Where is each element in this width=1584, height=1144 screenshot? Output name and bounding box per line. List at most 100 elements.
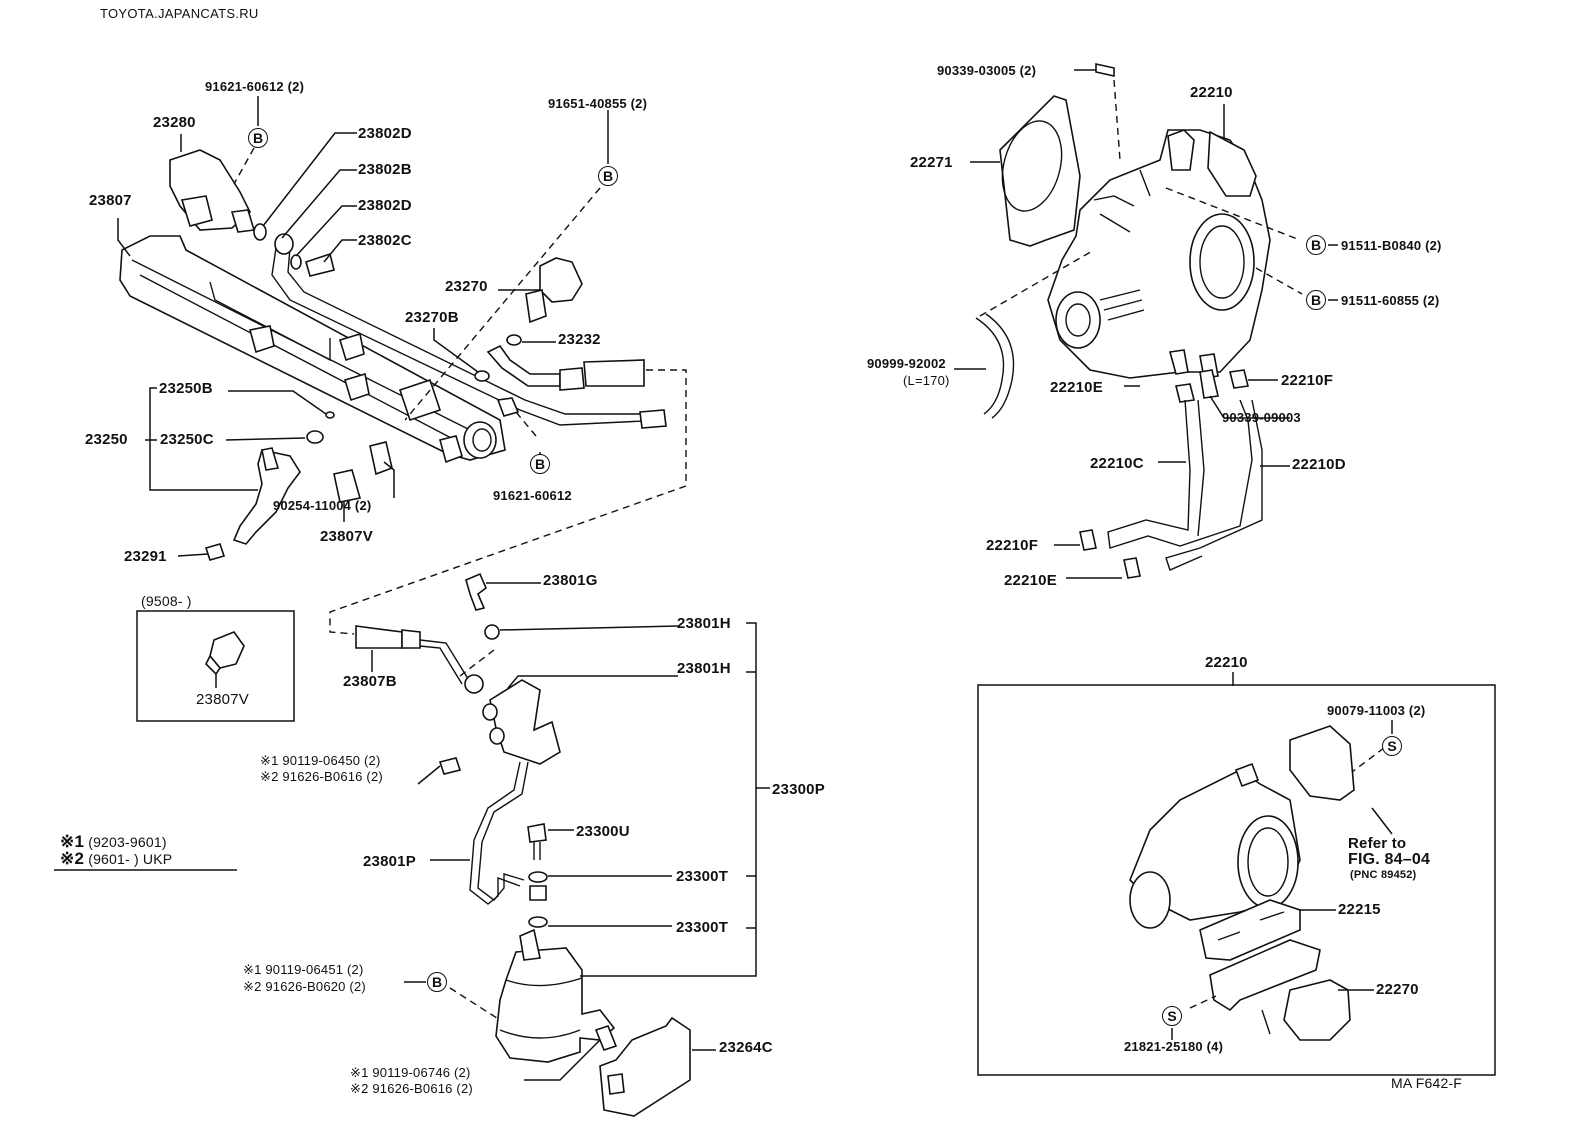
part-label[interactable]: 23802B <box>358 161 412 178</box>
variant-part-number: 91626-B0620 (2) <box>265 979 366 994</box>
leader-lines <box>54 69 1393 1081</box>
part-label[interactable]: 23250 <box>85 431 128 448</box>
fuel-hose-23807B-drawing <box>355 572 500 694</box>
fuel-inlet-hose-drawing <box>486 344 645 391</box>
bolt-marker-icon: B <box>530 454 550 474</box>
variant-mark: ※1 <box>243 962 262 977</box>
variant-note[interactable]: ※1 90119-06451 (2) <box>243 963 364 976</box>
part-label[interactable]: 22210C <box>1090 455 1144 472</box>
bolt-marker-icon: B <box>1306 290 1326 310</box>
hose-length: (L=170) <box>903 373 950 388</box>
pressure-regulator-drawing <box>169 149 256 233</box>
part-label[interactable]: 23232 <box>558 331 601 348</box>
part-label[interactable]: 21821-25180 (4) <box>1124 1039 1224 1054</box>
variant-note[interactable]: ※2 91626-B0616 (2) <box>260 770 383 783</box>
part-label[interactable]: 23801H <box>677 660 731 677</box>
variant-part-number: 91626-B0616 (2) <box>282 769 383 784</box>
throttle-body-base-22270-drawing <box>1209 939 1351 1041</box>
part-label[interactable]: 22210 <box>1190 84 1233 101</box>
variant-mark: ※1 <box>260 753 279 768</box>
part-label[interactable]: 90079-11003 (2) <box>1327 703 1426 718</box>
part-label[interactable]: 23300U <box>576 823 630 840</box>
part-label[interactable]: 23300P <box>772 781 825 798</box>
part-label[interactable]: 22210F <box>986 537 1039 554</box>
part-label[interactable]: 91511-B0840 (2) <box>1341 238 1442 253</box>
throttle-body-gasket-drawing <box>999 95 1081 247</box>
variant-mark: ※2 <box>350 1081 369 1096</box>
fuel-filter-drawing <box>495 928 616 1063</box>
part-label[interactable]: 23300T <box>676 868 729 885</box>
part-label[interactable]: 22210 <box>1205 654 1248 671</box>
part-label[interactable]: 90254-11004 (2) <box>273 498 372 513</box>
legend-range: (9601- ) <box>88 851 139 867</box>
part-label[interactable]: 22215 <box>1338 901 1381 918</box>
part-label[interactable]: 90999-92002 <box>867 356 946 371</box>
part-label[interactable]: 23801P <box>363 853 416 870</box>
part-label[interactable]: 23270B <box>405 309 459 326</box>
vacuum-hose-drawing <box>975 313 1015 419</box>
legend-range: (9203-9601) <box>88 834 167 850</box>
pulsation-damper-drawing <box>506 257 583 346</box>
bracket-23264C-drawing <box>594 1016 691 1117</box>
return-pipe-drawing <box>271 247 667 429</box>
part-label[interactable]: 90339-09003 <box>1222 410 1301 425</box>
screw-marker-icon: S <box>1382 736 1402 756</box>
part-label[interactable]: 22210D <box>1292 456 1346 473</box>
variant-note[interactable]: ※2 91626-B0620 (2) <box>243 980 366 993</box>
bolt-marker-icon: B <box>427 972 447 992</box>
part-label[interactable]: 23291 <box>124 548 167 565</box>
refer-figure-link[interactable]: FIG. 84–04 <box>1348 851 1431 868</box>
variant-note[interactable]: ※1 90119-06450 (2) <box>260 754 381 767</box>
legend-row: ※2 (9601- ) UKP <box>60 850 173 867</box>
part-label[interactable]: 23807V <box>320 528 373 545</box>
bolt-marker-icon: B <box>248 128 268 148</box>
variant-part-number: 90119-06746 (2) <box>372 1065 471 1080</box>
pin-drawing <box>1095 63 1115 77</box>
refer-to-text: Refer to <box>1348 835 1407 852</box>
part-label[interactable]: 22210E <box>1004 572 1057 589</box>
part-label[interactable]: 22210F <box>1281 372 1334 389</box>
screw-marker-icon: S <box>1162 1006 1182 1026</box>
part-label[interactable]: 23250C <box>160 431 214 448</box>
part-label[interactable]: 90339-03005 (2) <box>937 63 1037 78</box>
bolt-marker-icon: B <box>598 166 618 186</box>
throttle-body-drawing <box>1047 129 1271 379</box>
part-label[interactable]: 22271 <box>910 154 953 171</box>
part-label[interactable]: 23807B <box>343 673 397 690</box>
site-watermark: TOYOTA.JAPANCATS.RU <box>100 6 259 21</box>
part-label[interactable]: 23270 <box>445 278 488 295</box>
water-bypass-hoses-drawing <box>1079 369 1263 579</box>
part-label[interactable]: 91621-60612 (2) <box>205 79 305 94</box>
variant-note[interactable]: ※2 91626-B0616 (2) <box>350 1082 473 1095</box>
part-label[interactable]: 23264C <box>719 1039 773 1056</box>
part-label[interactable]: 23801G <box>543 572 598 589</box>
throttle-body-assembly-drawing <box>1129 725 1355 929</box>
bolt-marker-icon: B <box>1306 235 1326 255</box>
refer-pnc: (PNC 89452) <box>1350 869 1417 881</box>
part-label[interactable]: 91651-40855 (2) <box>548 96 648 111</box>
part-label[interactable]: 23300T <box>676 919 729 936</box>
legend-suffix: UKP <box>142 851 173 867</box>
part-label[interactable]: 22270 <box>1376 981 1419 998</box>
union-and-gaskets-drawing <box>253 223 335 277</box>
part-label[interactable]: 23250B <box>159 380 213 397</box>
inset-frame <box>136 610 295 722</box>
part-label[interactable]: 23802C <box>358 232 412 249</box>
part-label[interactable]: 91621-60612 <box>493 488 572 503</box>
part-label[interactable]: 23802D <box>358 197 412 214</box>
variant-note[interactable]: ※1 90119-06746 (2) <box>350 1066 471 1079</box>
part-label[interactable]: 23801H <box>677 615 731 632</box>
part-label[interactable]: 22210E <box>1050 379 1103 396</box>
injector-drawing <box>204 411 335 561</box>
variant-mark: ※2 <box>260 769 279 784</box>
part-label[interactable]: 23807V <box>196 691 249 708</box>
variant-part-number: 90119-06451 (2) <box>265 962 364 977</box>
part-label[interactable]: 91511-60855 (2) <box>1341 293 1440 308</box>
figure-code: MA F642-F <box>1391 1075 1463 1091</box>
assembly-frame <box>977 684 1496 1076</box>
part-label[interactable]: 23280 <box>153 114 196 131</box>
part-label[interactable]: 23807 <box>89 192 132 209</box>
part-label[interactable]: 23802D <box>358 125 412 142</box>
legend-mark: ※1 <box>60 832 85 851</box>
